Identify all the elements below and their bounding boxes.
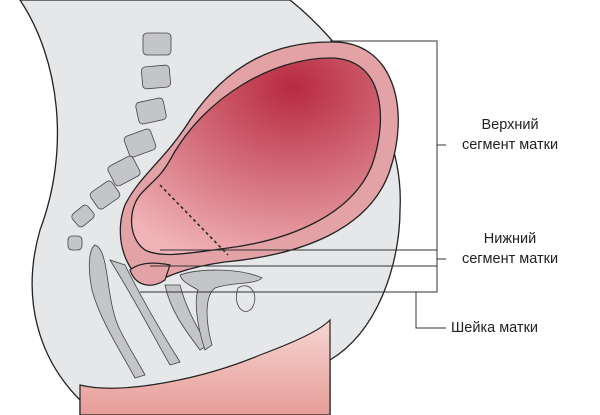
label-upper-segment: Верхний сегмент матки <box>445 115 575 155</box>
label-upper-segment-line2: сегмент матки <box>461 137 559 153</box>
label-cervix: Шейка матки <box>451 320 539 336</box>
label-upper-segment-line1: Верхний <box>481 117 539 133</box>
label-lower-segment-line2: сегмент матки <box>461 251 559 267</box>
spine-vertebrae <box>67 32 172 251</box>
rectum <box>109 259 181 366</box>
pubic-bone <box>236 285 256 312</box>
segment-boundary-line <box>159 184 229 256</box>
label-lower-segment: Нижний сегмент матки <box>445 229 575 269</box>
skin-lower <box>79 318 331 415</box>
label-lower-segment-line1: Нижний <box>483 231 537 247</box>
sacrum <box>88 244 146 379</box>
cervix <box>129 262 171 286</box>
uterus-cavity <box>130 57 382 256</box>
leader-lines <box>140 40 446 329</box>
bladder <box>179 269 263 351</box>
